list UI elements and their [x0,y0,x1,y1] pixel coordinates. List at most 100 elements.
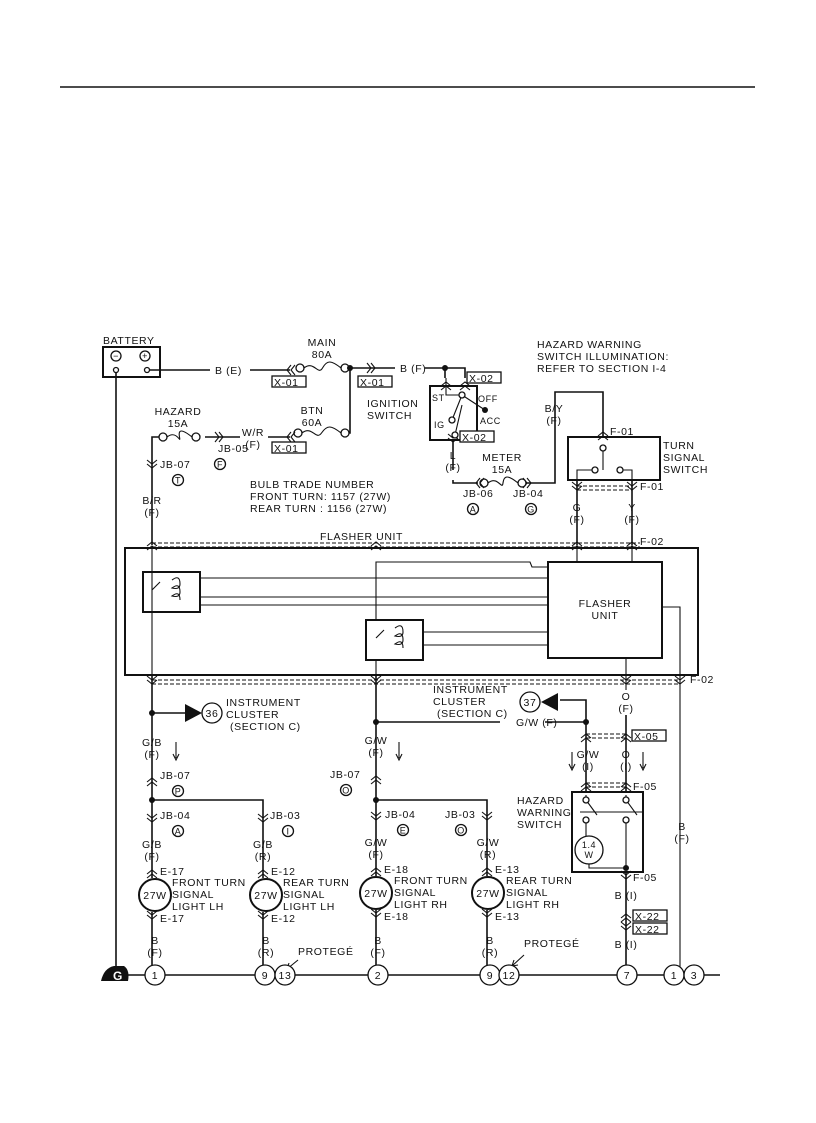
connector-icon [571,481,583,491]
wire-label: (R) [480,849,496,861]
connector-tag [632,909,668,922]
connector-label: F-01 [610,426,634,438]
wire-label: (R) [482,947,498,959]
bulb-note: BULB TRADE NUMBER [250,479,374,491]
bulb-watt: 27W [364,888,387,900]
connector-icon [146,541,158,551]
ignition-switch-label: IGNITION [367,398,418,410]
bulb-rear-lh: 27W REAR TURN SIGNAL LIGHT LH [249,877,349,913]
cluster-label: (SECTION C) [230,721,301,733]
wire-label: B [262,935,270,947]
connector-tag-label: X-22 [635,924,660,936]
wire-label: (F) [144,749,159,761]
wire-label: W/R [242,427,264,439]
junction-pin [171,473,185,487]
connector-label: F-05 [633,781,657,793]
connector-tag [357,375,393,388]
wire-label: B [486,935,494,947]
connector-icon [146,813,158,823]
fuse-icon [166,430,193,440]
fuse-icon [303,361,342,371]
connector-tag-label: X-01 [274,377,299,389]
junction-pin-label: A [470,505,477,515]
junction-pin-label: O [342,786,350,796]
bulb-label: REAR TURN [506,875,572,887]
connector-icon [620,870,632,880]
connector-tag [631,729,667,742]
wire-label: (F) [569,514,584,526]
switch-contact [599,444,607,452]
relay-2 [365,619,424,661]
wire-label: (F) [368,747,383,759]
wire-label: (F) [618,703,633,715]
wire-label: Y [628,502,636,514]
connector-icon [370,811,382,821]
relay-coil-icon [393,625,404,649]
connector-label: F-02 [640,536,664,548]
junction-pin [396,823,410,837]
bulb-watt: 27W [254,890,277,902]
junction-label: JB-04 [160,810,190,822]
protege-note: PROTEGÉ [298,945,354,958]
note: HAZARD WARNING [537,339,642,351]
wire-label: B (E) [215,365,242,377]
connector-icon [580,782,592,792]
ground-point-label: 7 [624,970,630,982]
wire-label: (R) [258,947,274,959]
connector-label: E-12 [271,866,296,878]
fuse-rating: 15A [492,464,512,476]
wire-label: G [573,502,582,514]
ground-point-label: 13 [279,970,292,982]
connector-icon [366,362,376,374]
bulb-front-lh: 27W FRONT TURN SIGNAL LIGHT LH [138,877,245,913]
wire-label: G/B [142,737,162,749]
connector-icon [370,908,382,918]
wire-label: (F) [370,947,385,959]
turn-signal-switch-label: TURN [663,440,695,452]
connector-tag [466,371,502,384]
connector-icon [597,431,609,441]
fuse-terminal [293,428,303,438]
fuse-rating: 60A [302,417,322,429]
junction-label: JB-04 [385,809,415,821]
wire-label: (F) [445,462,460,474]
connector-icon [481,908,493,918]
connector-tag-label: X-02 [469,373,494,385]
connector-icon [620,733,632,743]
connector-icon [146,869,158,879]
connector-icon [522,477,532,489]
wire-label: B [678,821,686,833]
junction-dot [149,797,155,803]
arrow-36 [185,704,202,722]
connector-icon [620,782,632,792]
connector-icon [571,541,583,551]
bulb-label: SIGNAL [283,889,325,901]
bulb-label: FRONT TURN [394,875,468,887]
connector-icon [214,431,224,443]
connector-tag-label: X-01 [360,377,385,389]
cluster-ref: 37 [524,697,537,709]
bulb-note: REAR TURN : 1156 (27W) [250,503,387,515]
junction-pin-label: P [175,787,182,797]
wire-label: B/R [142,495,161,507]
fuse-terminal [191,432,201,442]
ignition-switch-label: SWITCH [367,410,412,422]
switch-position: ACC [480,416,501,426]
flasher-unit-label: FLASHER UNIT [320,531,403,543]
junction-dot [373,719,379,725]
connector-label: E-12 [271,913,296,925]
ground-point [616,964,638,986]
ground-point-label: 1 [671,970,677,982]
connector-label: F-05 [633,872,657,884]
bulb-label: LIGHT RH [506,899,560,911]
junction-label: JB-06 [463,488,493,500]
plus-icon: + [142,351,148,361]
ground-point [144,964,166,986]
wire-label: B [374,935,382,947]
junction-dot [623,865,629,871]
fuse-icon [487,476,519,486]
connector-icon [674,675,686,685]
fuse-terminal [158,432,168,442]
wire-label: B/Y [545,403,564,415]
